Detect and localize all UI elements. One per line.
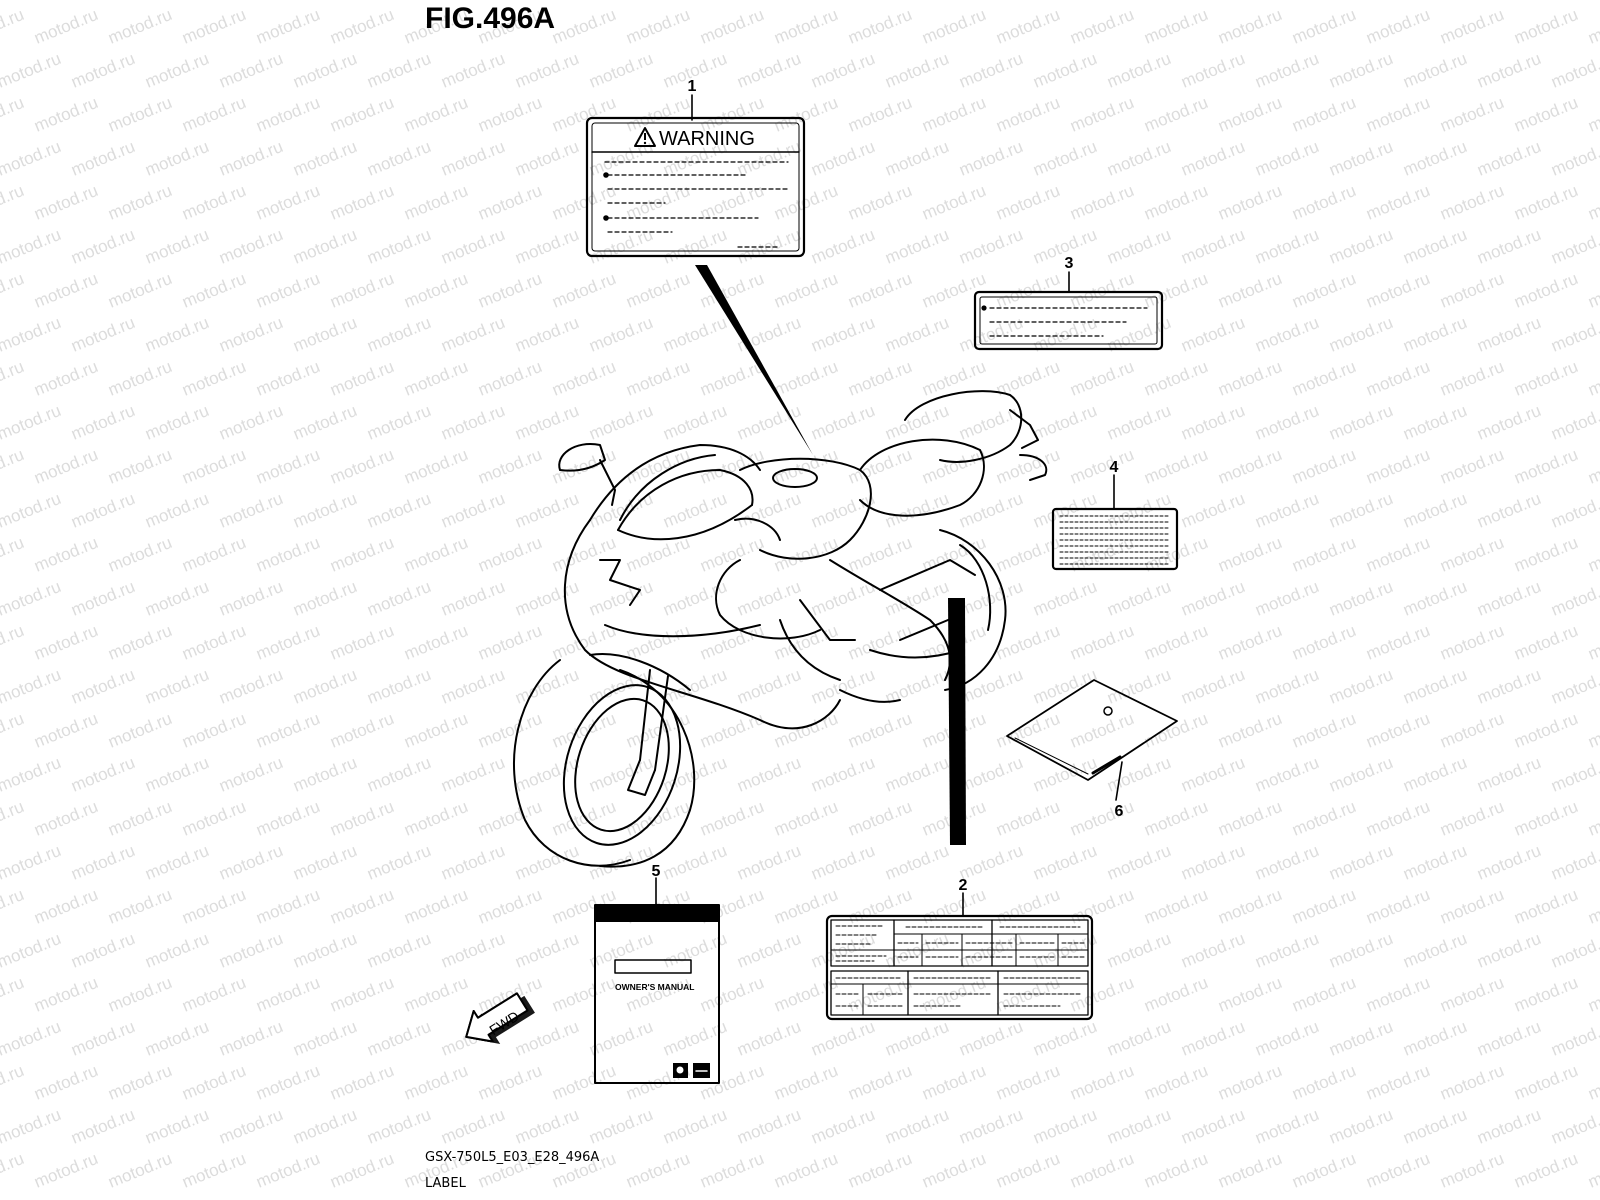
callout-number-2: 2 xyxy=(959,877,968,894)
fwd-arrow-icon xyxy=(465,992,535,1044)
owners-manual-text: OWNER'S MANUAL xyxy=(615,982,694,992)
caution-label-part xyxy=(973,290,1164,351)
callout-number-5: 5 xyxy=(652,863,661,880)
leader-wedge-1 xyxy=(695,265,813,455)
warning-label-part xyxy=(585,116,806,258)
tire-info-label-part xyxy=(1051,507,1179,571)
warning-heading: WARNING xyxy=(659,128,755,150)
callout-number-4: 4 xyxy=(1110,459,1119,476)
figure-caption: LABEL xyxy=(425,1176,466,1191)
callout-number-3: 3 xyxy=(1065,255,1074,272)
callout-number-1: 1 xyxy=(688,78,697,95)
label-set-part xyxy=(1006,679,1178,781)
callout-number-6: 6 xyxy=(1115,803,1124,820)
information-label-part xyxy=(825,914,1094,1021)
figure-code: GSX-750L5_E03_E28_496A xyxy=(425,1150,600,1165)
owners-manual-part xyxy=(594,904,720,1084)
warning-triangle-icon xyxy=(634,127,656,147)
motorcycle-drawing xyxy=(513,390,1048,868)
leader-wedge-2 xyxy=(948,598,966,845)
figure-title: FIG.496A xyxy=(425,2,556,35)
